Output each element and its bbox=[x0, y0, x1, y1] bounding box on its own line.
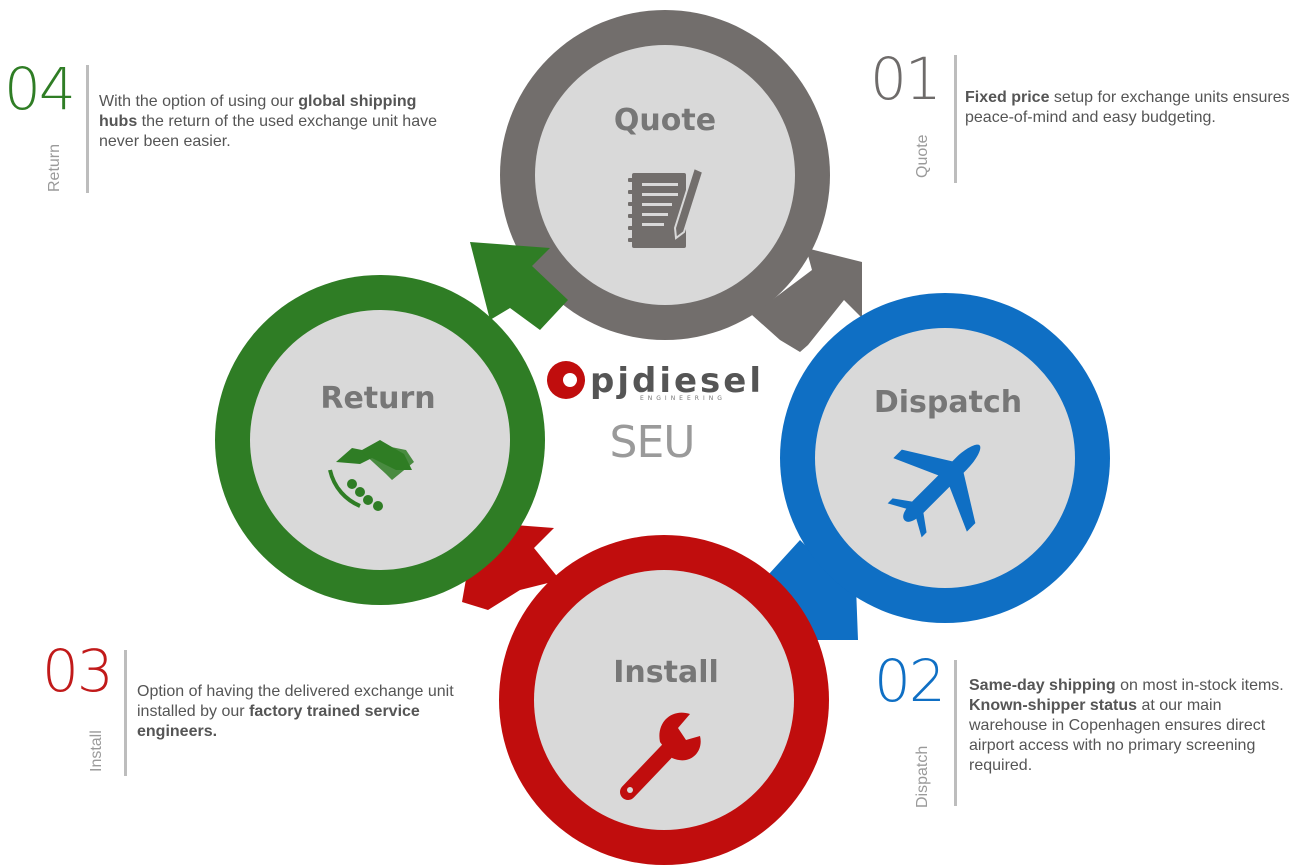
quote-arrow bbox=[752, 248, 862, 352]
wrench-icon bbox=[620, 712, 701, 800]
dispatch-title: Dispatch bbox=[874, 385, 1022, 420]
quote-title: Quote bbox=[614, 103, 716, 138]
step-description: Fixed price setup for exchange units ens… bbox=[965, 88, 1295, 128]
dispatch-arrow bbox=[758, 540, 858, 640]
step-number: 03 bbox=[42, 637, 114, 705]
step-divider bbox=[954, 660, 957, 806]
step-highlight: factory trained service engineers. bbox=[137, 703, 420, 740]
dispatch-stage: Dispatch bbox=[758, 293, 1110, 640]
step-description: With the option of using our global ship… bbox=[99, 92, 439, 152]
notepad-pen-icon bbox=[628, 166, 705, 248]
step-divider bbox=[954, 55, 957, 183]
step-side-label: Install bbox=[88, 730, 105, 772]
handshake-icon bbox=[328, 440, 414, 511]
step-side-label: Dispatch bbox=[914, 745, 931, 808]
step-side-label: Quote bbox=[914, 134, 931, 178]
step-divider bbox=[124, 650, 127, 776]
install-inner bbox=[534, 570, 794, 830]
return-title: Return bbox=[320, 381, 435, 416]
step-highlight: Fixed price bbox=[965, 89, 1050, 106]
step-number: 01 bbox=[870, 45, 942, 113]
step-text: on most in-stock items. bbox=[1115, 677, 1284, 694]
step-text: setup for exchange units ensures peace-o… bbox=[965, 89, 1290, 126]
step-description: Same-day shipping on most in-stock items… bbox=[969, 676, 1299, 776]
step-highlight: Same-day shipping bbox=[969, 677, 1116, 694]
step-number: 02 bbox=[874, 647, 946, 715]
step-side-label: Return bbox=[46, 143, 63, 192]
step-highlight: Known-shipper status bbox=[969, 697, 1138, 714]
brand-name: pjdiesel bbox=[590, 361, 764, 401]
install-title: Install bbox=[613, 655, 719, 690]
brand-tagline: ENGINEERING bbox=[640, 395, 726, 402]
install-stage: Install bbox=[462, 522, 829, 865]
step-description: Option of having the delivered exchange … bbox=[137, 682, 457, 742]
step-text: at our main warehouse in Copenhagen ensu… bbox=[969, 697, 1266, 774]
logo-dot-icon bbox=[563, 373, 577, 387]
step-text: With the option of using our bbox=[99, 93, 299, 110]
return-arrow bbox=[470, 242, 568, 330]
quote-stage: Quote bbox=[500, 10, 862, 352]
step-number: 04 bbox=[4, 55, 76, 123]
step-text: Option of having the delivered exchange … bbox=[137, 683, 454, 720]
step-text: the return of the used exchange unit hav… bbox=[99, 113, 437, 150]
airplane-icon bbox=[887, 444, 981, 538]
return-stage: Return bbox=[215, 242, 568, 605]
center-label: SEU bbox=[610, 417, 695, 468]
brand-logo: pjdiesel ENGINEERING SEU bbox=[547, 361, 764, 468]
step-divider bbox=[86, 65, 89, 193]
step-highlight: global shipping hubs bbox=[99, 93, 417, 130]
dispatch-inner bbox=[815, 328, 1075, 588]
